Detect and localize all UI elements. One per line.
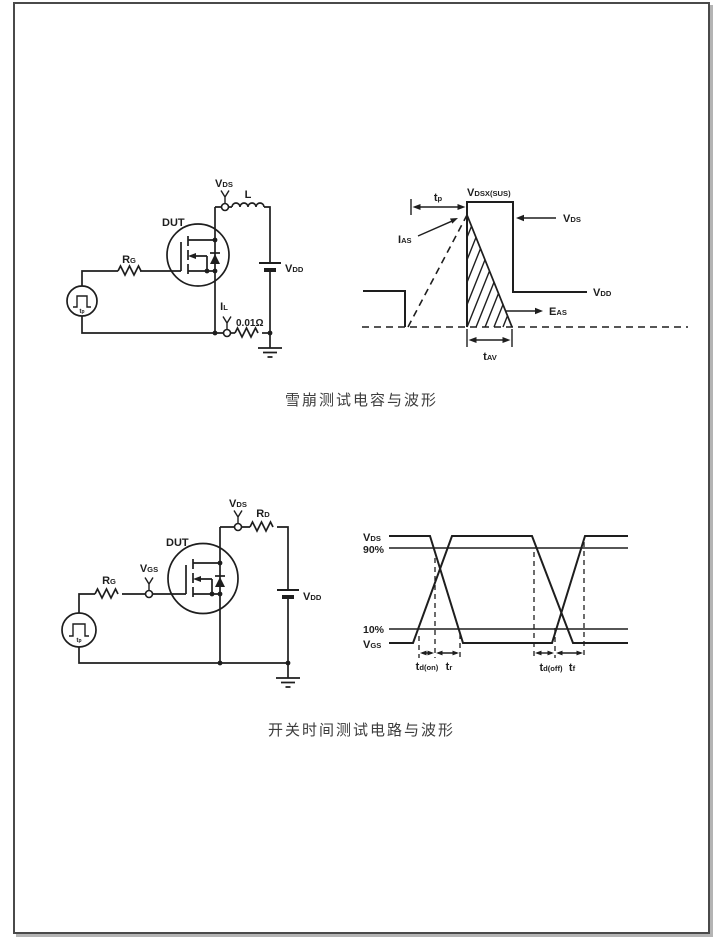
ten-percent-label: 10%: [363, 624, 385, 636]
vgs-label: VGS: [140, 563, 158, 575]
tr-label: tr: [446, 661, 453, 673]
td-on-label: td(on): [416, 661, 439, 673]
page-frame: [13, 2, 710, 934]
source-rail: [81, 316, 273, 339]
ias-current-ramp: [407, 214, 468, 328]
battery-vdd: [277, 589, 299, 663]
il-label: IL: [220, 301, 228, 313]
timing-arrows: [420, 650, 583, 656]
ground-icon: [258, 333, 282, 358]
tav-measure: [466, 329, 513, 347]
eas-hatch-area: [466, 225, 509, 328]
inductor-label: L: [245, 189, 252, 201]
rg-label: RG: [102, 575, 116, 587]
avalanche-waveform: tp VDSX(SUS) IAS VDS VDD EAS tAV: [362, 187, 688, 363]
il-probe-node: [222, 328, 232, 338]
body-diode-icon: [210, 254, 220, 264]
tav-label: tAV: [483, 351, 498, 363]
body-diode-icon: [215, 577, 225, 587]
vdd-label: VDD: [285, 263, 304, 275]
vds-pulse: [466, 201, 587, 327]
avalanche-test-circuit: tp RG DUT VDS: [66, 178, 304, 358]
mosfet-symbol: [166, 207, 230, 333]
vds-probe-node: [233, 522, 243, 532]
figure1-caption: 雪崩测试电容与波形: [284, 392, 438, 409]
rg-resistor-icon: [117, 264, 142, 277]
vdsx-sus-label: VDSX(SUS): [467, 187, 511, 199]
vds-on-level: [363, 290, 406, 327]
vds-label: VDS: [229, 498, 247, 510]
current-decay-edge: [466, 214, 513, 328]
dut-label: DUT: [166, 537, 189, 549]
vds-trace: [389, 535, 628, 644]
source-rail: [78, 647, 291, 666]
ias-label: IAS: [398, 234, 412, 246]
pulse-width-label: tp: [76, 637, 81, 644]
vds-probe-icon: [233, 510, 243, 524]
figure2-caption: 开关时间测试电路与波形: [267, 722, 455, 739]
vds-label: VDS: [563, 213, 581, 225]
vds-probe-icon: [220, 190, 230, 204]
mosfet-symbol: [167, 527, 239, 663]
ninety-percent-label: 90%: [363, 544, 385, 556]
switching-test-circuit: tp RG VGS DUT: [61, 498, 322, 688]
vgs-probe-node: [144, 589, 154, 599]
eas-pointer: [506, 307, 543, 315]
tf-label: tf: [569, 662, 576, 674]
dut-label: DUT: [162, 217, 185, 229]
battery-vdd: [259, 262, 281, 333]
drain-branch: [220, 510, 289, 590]
pulse-generator: tp: [66, 285, 98, 317]
rg-resistor-icon: [94, 587, 119, 600]
drain-branch: [215, 190, 271, 263]
pulse-width-label: tp: [79, 308, 84, 315]
ground-icon: [276, 663, 300, 688]
gate-loop-wires: [78, 577, 186, 613]
rg-label: RG: [122, 254, 136, 266]
vds-pointer: [516, 214, 556, 222]
rd-resistor-icon: [249, 520, 274, 533]
pulse-generator: tp: [61, 612, 97, 648]
vgs-trace: [389, 535, 628, 644]
eas-label: EAS: [549, 306, 567, 318]
switching-waveform: VDS 90% 10% VGS td(on) tr td(off) tf: [363, 532, 628, 674]
il-probe-icon: [222, 316, 232, 330]
td-off-label: td(off): [539, 662, 563, 674]
vgs-label: VGS: [363, 639, 381, 651]
shunt-resistor-icon: [234, 326, 259, 339]
vds-probe-node: [220, 202, 230, 212]
rd-label: RD: [256, 508, 270, 520]
tp-label: tp: [434, 192, 443, 204]
tp-measure: [410, 199, 466, 215]
vdd-level-label: VDD: [593, 287, 612, 299]
vds-label: VDS: [363, 532, 381, 544]
shunt-label: 0.01Ω: [236, 318, 263, 329]
vdd-label: VDD: [303, 591, 322, 603]
gate-loop-wires: [81, 264, 181, 286]
vgs-probe-icon: [144, 577, 154, 591]
inductor-icon: [231, 202, 265, 208]
timing-dashed-lines: [418, 542, 585, 658]
ias-pointer: [417, 218, 458, 237]
vds-label: VDS: [215, 178, 233, 190]
